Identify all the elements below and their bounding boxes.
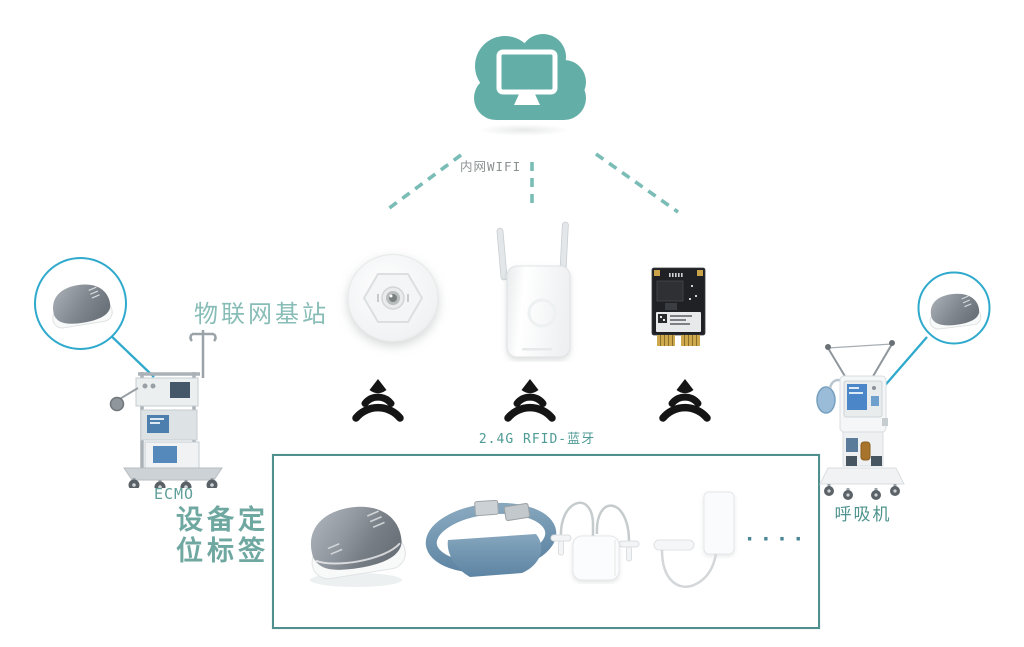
qr-code-icon — [658, 314, 667, 323]
rfid-mini-pcie-module — [651, 267, 706, 346]
round-ceiling-base-station — [347, 254, 439, 342]
wifi-signal-icon — [352, 379, 404, 422]
band-clasps — [474, 499, 531, 522]
ecmo-label: ECMO — [153, 485, 195, 503]
oval-asset-tag-mini — [52, 284, 113, 329]
ecmo-machine-illustration — [109, 330, 223, 488]
tag-box-label-line1: 设备定 — [176, 505, 269, 536]
tag-box-label-line2: 位标签 — [176, 535, 269, 567]
cloud-monitor-icon — [474, 34, 586, 120]
tag-callout-line-right — [880, 336, 928, 391]
cloud-shadow — [478, 124, 570, 136]
oval-asset-tag-mini — [929, 293, 982, 330]
antenna-icon — [496, 221, 569, 281]
tag-callout-circle-left — [34, 257, 127, 350]
wifi-signal-icon — [659, 379, 711, 422]
tag-callout-circle-right — [917, 271, 991, 345]
oval-asset-tag — [310, 506, 406, 587]
caster-wheels — [824, 484, 900, 500]
rf-shield — [656, 280, 684, 302]
uplink-wifi-label: 内网WIFI — [460, 159, 522, 174]
caster-wheels — [128, 478, 218, 488]
ventilator-bag — [816, 386, 836, 414]
dual-antenna-wifi-extender — [496, 221, 571, 358]
more-tags-ellipsis: ···· — [746, 528, 811, 550]
loop-cable-tag — [653, 491, 735, 588]
radio-protocol-label: 2.4G RFID-蓝牙 — [478, 432, 596, 447]
dual-loop-cable-tags — [550, 501, 640, 581]
ventilator-screen — [847, 384, 867, 410]
wristband-tag — [425, 499, 557, 577]
iot-base-station-label: 物联网基站 — [194, 300, 329, 328]
wifi-signal-icon — [504, 379, 556, 422]
dashed-link-right — [594, 152, 680, 214]
dashed-link-left — [382, 153, 463, 214]
ventilator-machine-illustration — [816, 340, 905, 500]
ventilator-label: 呼吸机 — [834, 505, 892, 525]
tag-callout-line-left — [105, 330, 155, 378]
edge-connector — [657, 335, 700, 346]
tag-box-label: 设备定 位标签 — [176, 505, 286, 568]
